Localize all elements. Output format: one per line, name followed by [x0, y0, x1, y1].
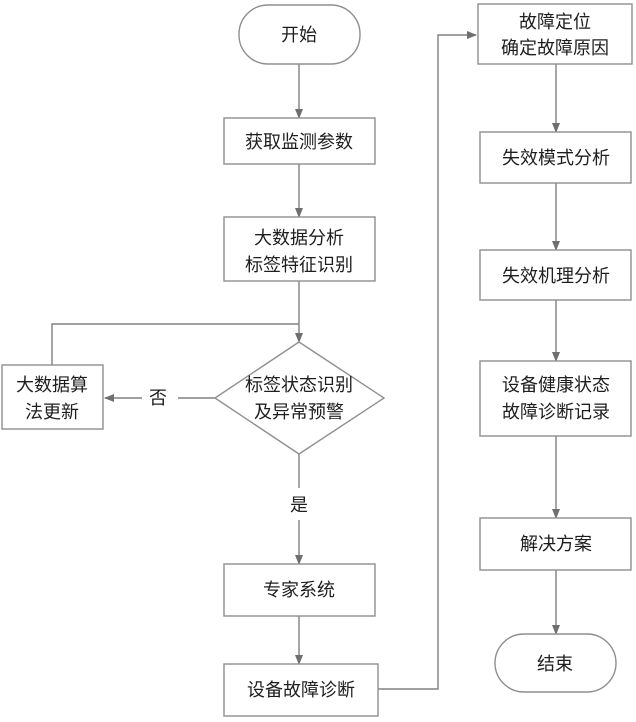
- node-failure-mode: 失效模式分析: [479, 131, 632, 184]
- edge-diagnose-to-locate: [378, 31, 477, 690]
- label-yes: 是: [290, 495, 308, 516]
- node-diagnose-label: 设备故障诊断: [247, 680, 355, 701]
- node-solution-label: 解决方案: [520, 534, 592, 555]
- node-diagnose: 设备故障诊断: [223, 663, 379, 717]
- node-failure-mech: 失效机理分析: [479, 249, 632, 301]
- node-analyze-line2: 标签特征识别: [245, 255, 353, 276]
- node-record-line2: 故障诊断记录: [502, 402, 610, 423]
- node-update-line2: 法更新: [25, 402, 79, 423]
- node-record: 设备健康状态 故障诊断记录: [479, 360, 632, 437]
- edge-update-feedback: [51, 323, 299, 365]
- node-failure-mode-label: 失效模式分析: [502, 148, 610, 169]
- node-end: 结束: [494, 633, 617, 693]
- node-failure-mech-label: 失效机理分析: [502, 266, 610, 287]
- connectors: [51, 31, 560, 690]
- node-decision-line1: 标签状态识别: [245, 375, 353, 396]
- node-solution: 解决方案: [479, 517, 632, 571]
- node-locate: 故障定位 确定故障原因: [477, 3, 633, 65]
- node-locate-line2: 确定故障原因: [501, 38, 609, 59]
- node-decision-line2: 及异常预警: [254, 402, 344, 423]
- node-locate-line1: 故障定位: [519, 12, 591, 33]
- node-end-label: 结束: [537, 654, 573, 675]
- node-start-label: 开始: [281, 25, 317, 46]
- node-update-line1: 大数据算: [16, 375, 88, 396]
- node-expert: 专家系统: [223, 563, 376, 617]
- node-expert-label: 专家系统: [263, 580, 335, 601]
- node-acquire: 获取监测参数: [223, 117, 376, 165]
- label-no: 否: [149, 388, 167, 409]
- node-analyze: 大数据分析 标签特征识别: [223, 216, 376, 282]
- node-acquire-label: 获取监测参数: [245, 132, 353, 153]
- node-analyze-line1: 大数据分析: [254, 228, 344, 249]
- node-record-line1: 设备健康状态: [502, 375, 610, 396]
- node-decision: 标签状态识别 及异常预警: [213, 341, 386, 455]
- node-update: 大数据算 法更新: [1, 364, 104, 430]
- node-start: 开始: [238, 4, 361, 65]
